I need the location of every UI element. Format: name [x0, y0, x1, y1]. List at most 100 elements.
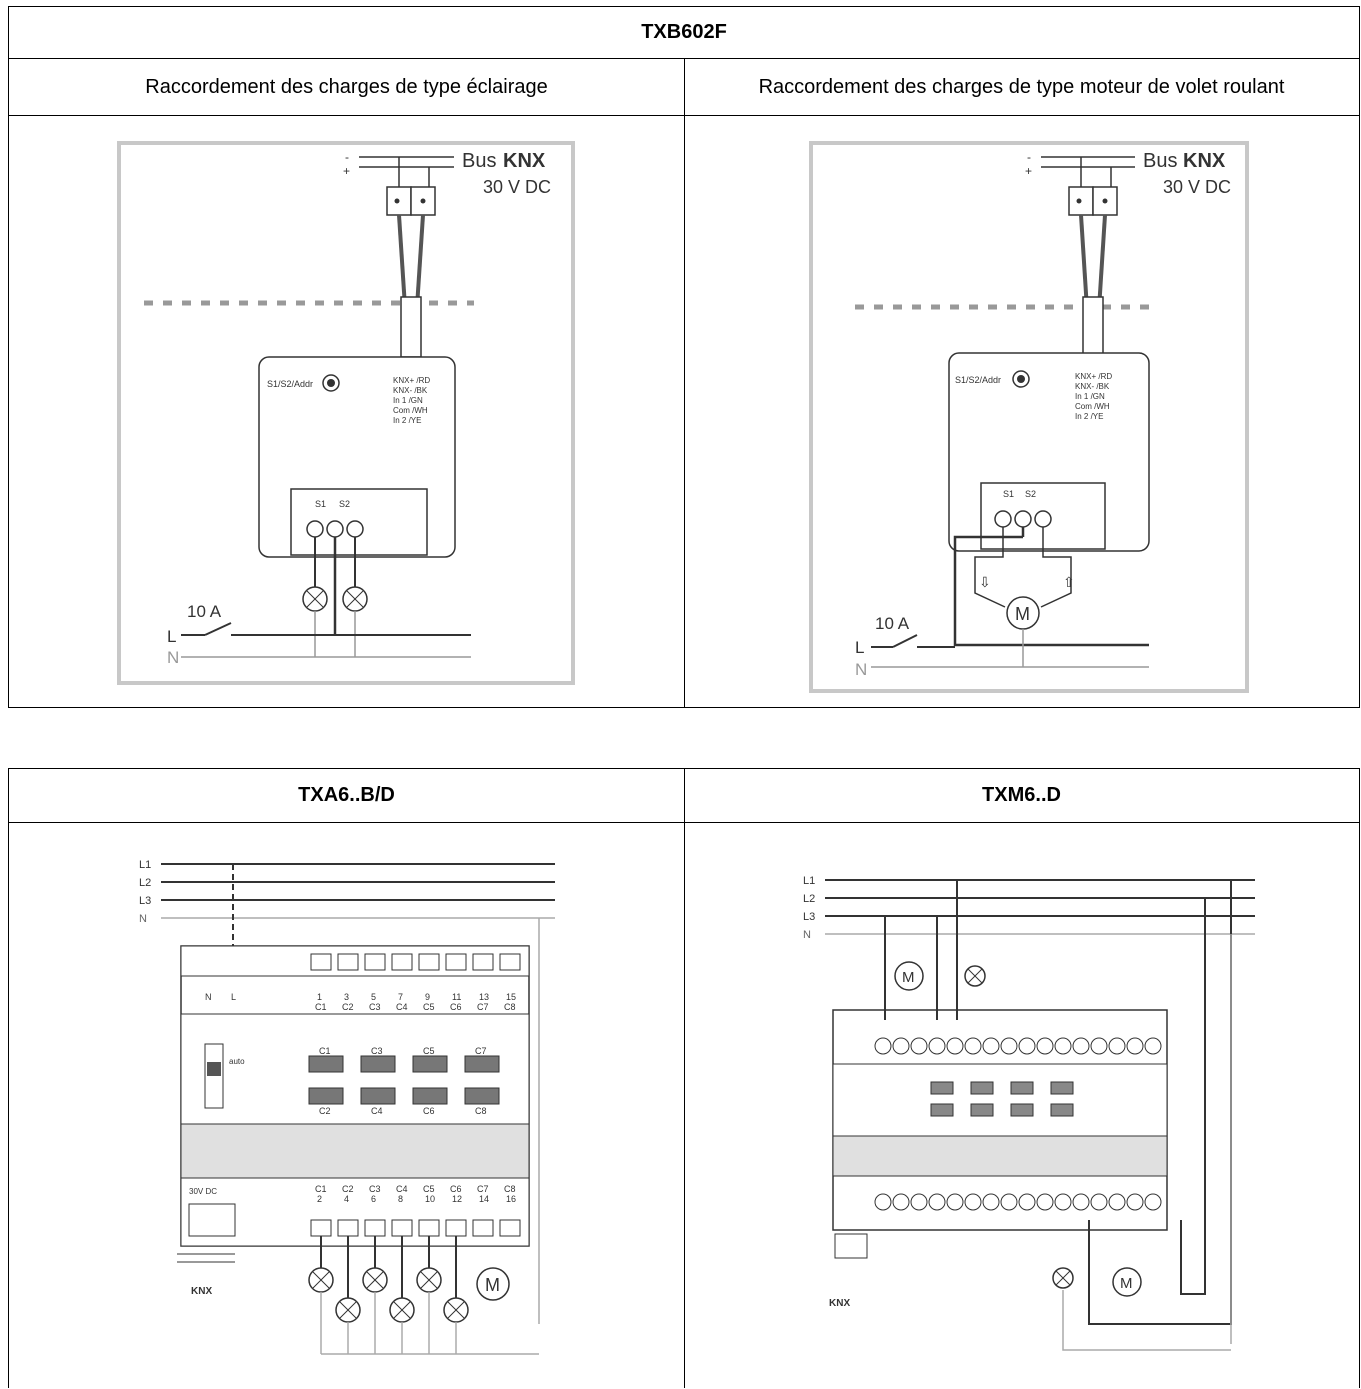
- terminal-number-top: 11: [452, 992, 461, 1002]
- voltage-label: 30 V DC: [1163, 177, 1231, 197]
- terminal-screw: [982, 1193, 1000, 1211]
- lamp-icon: [335, 1236, 361, 1354]
- voltage-label: 30 V DC: [483, 177, 551, 197]
- bus-label: Bus: [1143, 150, 1177, 172]
- channel-button[interactable]: [1010, 1103, 1034, 1117]
- terminal-screw: [1036, 1193, 1054, 1211]
- knx-supply-label: 30V DC: [189, 1187, 217, 1196]
- svg-text:M: M: [485, 1275, 500, 1295]
- channel-button-label: C6: [423, 1106, 435, 1116]
- channel-button[interactable]: [308, 1055, 344, 1073]
- wire-label-1: KNX+ /RD: [393, 376, 430, 385]
- channel-button[interactable]: [970, 1103, 994, 1117]
- terminal-screw: [874, 1193, 892, 1211]
- terminal-number-bottom: 14: [479, 1194, 489, 1204]
- lamp-icon: [443, 1236, 469, 1354]
- lamp-icon: [362, 1236, 388, 1354]
- channel-label-top: C3: [369, 1002, 381, 1012]
- terminal-screw: [1090, 1193, 1108, 1211]
- channel-label-top: C4: [396, 1002, 408, 1012]
- switch-label-s2: S2: [339, 499, 350, 509]
- switch-label-s2: S2: [1025, 489, 1036, 499]
- terminal-screw: [964, 1193, 982, 1211]
- lamp-icon: [416, 1236, 442, 1354]
- terminal-number-top: 7: [398, 992, 403, 1002]
- txm-wiring-diagram: L1 L2 L3 N M KNX: [803, 875, 1255, 1351]
- addr-button: [1012, 370, 1030, 388]
- terminal-number-top: 13: [479, 992, 489, 1002]
- lamp-icon: [964, 965, 986, 987]
- line-n-label: N: [167, 648, 179, 667]
- channel-button[interactable]: [930, 1103, 954, 1117]
- channel-button[interactable]: [360, 1055, 396, 1073]
- line-l-label: L: [167, 627, 176, 646]
- terminal-screw: [1108, 1193, 1126, 1211]
- channel-button[interactable]: [412, 1087, 448, 1105]
- terminal-screw: [1144, 1037, 1162, 1055]
- top-table-title-row: TXB602F: [9, 7, 1359, 59]
- wire-label-1: KNX+ /RD: [1075, 372, 1112, 381]
- terminal-screw: [1072, 1193, 1090, 1211]
- channel-button[interactable]: [1050, 1103, 1074, 1117]
- shutter-wiring-diagram: - + Bus KNX 30 V DC S1/S2/Addr KNX+ /RD …: [809, 141, 1249, 693]
- channel-button[interactable]: [464, 1055, 500, 1073]
- channel-button-label: C3: [371, 1046, 383, 1056]
- wire-label-2: KNX- /BK: [1075, 382, 1110, 391]
- svg-text:⇧: ⇧: [1063, 574, 1075, 590]
- channel-button[interactable]: [970, 1081, 994, 1095]
- terminal-screw: [946, 1193, 964, 1211]
- bottom-table-divider: [684, 769, 685, 1388]
- channel-button[interactable]: [930, 1081, 954, 1095]
- line-n-label: N: [139, 913, 147, 925]
- top-table: TXB602F Raccordement des charges de type…: [8, 6, 1360, 708]
- terminal-screw: [910, 1193, 928, 1211]
- channel-label-bottom: C6: [450, 1184, 462, 1194]
- addr-button: [322, 374, 340, 392]
- motor-icon: M: [1006, 596, 1040, 630]
- channel-button[interactable]: [1010, 1081, 1034, 1095]
- wire-label-4: Com /WH: [393, 406, 428, 415]
- wire-label-3: In 1 /GN: [393, 396, 423, 405]
- motor-icon: M: [476, 1267, 510, 1301]
- channel-button[interactable]: [1050, 1081, 1074, 1095]
- channel-label-bottom: C1: [315, 1184, 327, 1194]
- switch-label-s1: S1: [315, 499, 326, 509]
- lamp-icon: [389, 1236, 415, 1354]
- terminal-number-top: 1: [317, 992, 322, 1002]
- wire-label-3: In 1 /GN: [1075, 392, 1105, 401]
- knx-brand: KNX: [1183, 150, 1226, 172]
- knx-label: KNX: [829, 1298, 850, 1309]
- terminal-screw: [892, 1037, 910, 1055]
- terminal-screw: [928, 1037, 946, 1055]
- channel-button[interactable]: [412, 1055, 448, 1073]
- terminal-screw: [1072, 1037, 1090, 1055]
- channel-button[interactable]: [464, 1087, 500, 1105]
- channel-label-top: C2: [342, 1002, 354, 1012]
- txa-wiring-diagram: L1 L2 L3 N N L 1C13C25C37C49C511C613C715…: [139, 859, 555, 1355]
- motor-icon: M: [894, 961, 924, 991]
- addr-button-label: S1/S2/Addr: [267, 379, 313, 389]
- terminal-number-bottom: 12: [452, 1194, 462, 1204]
- channel-label-bottom: C4: [396, 1184, 408, 1194]
- channel-label-bottom: C2: [342, 1184, 354, 1194]
- line-l1-label: L1: [139, 859, 151, 871]
- channel-button[interactable]: [308, 1087, 344, 1105]
- terminal-screw: [1000, 1037, 1018, 1055]
- line-l2-label: L2: [803, 893, 815, 905]
- terminal-screw: [1036, 1037, 1054, 1055]
- terminal-number-bottom: 16: [506, 1194, 516, 1204]
- channel-label-bottom: C8: [504, 1184, 516, 1194]
- terminal-screw: [964, 1037, 982, 1055]
- line-n-label: N: [855, 660, 867, 679]
- svg-text:-: -: [345, 150, 349, 164]
- channel-button[interactable]: [360, 1087, 396, 1105]
- line-l3-label: L3: [139, 895, 151, 907]
- terminal-number-top: 5: [371, 992, 376, 1002]
- lighting-header: Raccordement des charges de type éclaira…: [145, 75, 548, 98]
- breaker-label: 10 A: [875, 614, 910, 633]
- svg-text:M: M: [1015, 604, 1030, 624]
- line-n-label: N: [803, 929, 811, 941]
- bus-label: Bus: [462, 150, 496, 172]
